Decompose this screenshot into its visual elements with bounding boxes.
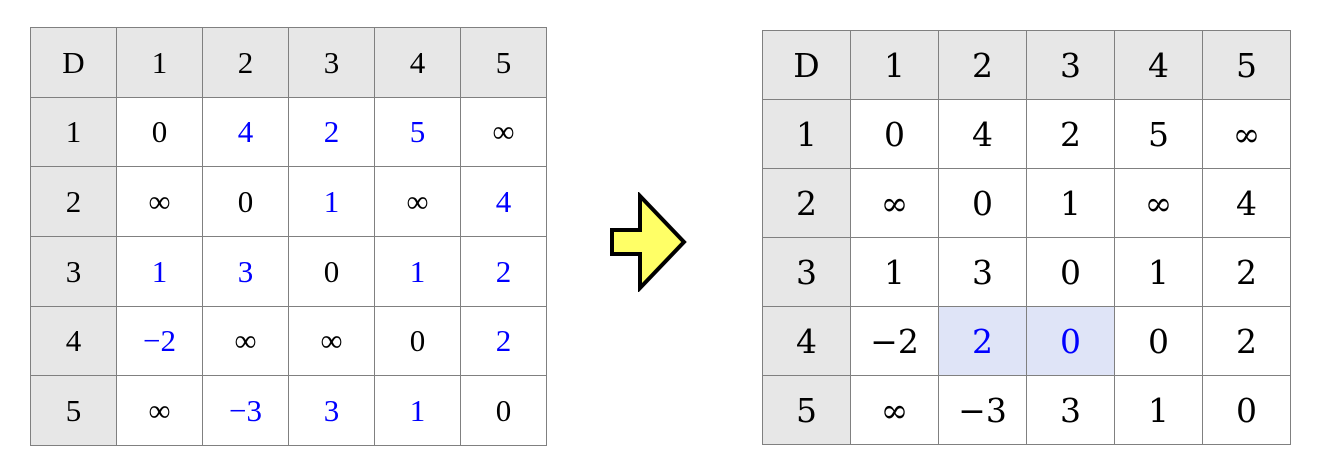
- matrix-after-row-header-2: 2: [762, 168, 851, 238]
- matrix-after-cell-1-5: ∞: [1202, 99, 1291, 169]
- matrix-after-cell-2-5: 4: [1202, 168, 1291, 238]
- matrix-before-corner-label: D: [30, 27, 117, 98]
- matrix-after-cell-5-1: ∞: [850, 375, 939, 445]
- matrix-before-cell-3-3: 0: [288, 235, 375, 307]
- matrix-before-cell-3-1: 1: [116, 235, 203, 307]
- matrix-before-cell-1-1: 0: [116, 96, 203, 168]
- matrix-before-row-header-5: 5: [30, 375, 117, 446]
- matrix-before-row-header-1: 1: [30, 96, 117, 168]
- matrix-after-column-header-2: 2: [938, 30, 1027, 100]
- matrix-before-row-header-2: 2: [30, 166, 117, 237]
- matrix-after-cell-1-2: 4: [938, 99, 1027, 169]
- matrix-before-cell-5-5: 0: [460, 375, 547, 446]
- matrix-after-cell-5-4: 1: [1114, 375, 1203, 445]
- matrix-after-cell-5-5: 0: [1202, 375, 1291, 445]
- matrix-after-cell-2-3: 1: [1026, 168, 1115, 238]
- matrix-before-cell-1-5: ∞: [460, 96, 547, 168]
- matrix-before-cell-4-1: −2: [116, 305, 203, 377]
- matrix-after-cell-1-3: 2: [1026, 99, 1115, 169]
- matrix-after-cell-4-2: 2: [938, 306, 1027, 376]
- matrix-after-row-header-4: 4: [762, 306, 851, 376]
- matrix-before-row-header-4: 4: [30, 305, 117, 377]
- matrix-after-column-header-3: 3: [1026, 30, 1115, 100]
- matrix-before-cell-5-4: 1: [374, 375, 461, 446]
- matrix-after-cell-3-5: 2: [1202, 237, 1291, 307]
- matrix-after-corner-label: D: [762, 30, 851, 100]
- matrix-after-column-header-4: 4: [1114, 30, 1203, 100]
- matrix-before-cell-2-1: ∞: [116, 166, 203, 237]
- matrix-before-cell-4-4: 0: [374, 305, 461, 377]
- matrix-before-cell-4-2: ∞: [202, 305, 289, 377]
- matrix-after-cell-3-3: 0: [1026, 237, 1115, 307]
- matrix-before-column-header-4: 4: [374, 27, 461, 98]
- matrix-after-column-header-1: 1: [850, 30, 939, 100]
- matrix-before-cell-1-4: 5: [374, 96, 461, 168]
- arrow-shape: [610, 192, 687, 292]
- matrix-after-cell-4-4: 0: [1114, 306, 1203, 376]
- matrix-after-cell-2-1: ∞: [850, 168, 939, 238]
- matrix-after-cell-3-4: 1: [1114, 237, 1203, 307]
- matrix-before-cell-2-3: 1: [288, 166, 375, 237]
- matrix-before-cell-5-1: ∞: [116, 375, 203, 446]
- matrix-after-cell-4-3: 0: [1026, 306, 1115, 376]
- matrix-after-cell-2-2: 0: [938, 168, 1027, 238]
- matrix-before-cell-1-3: 2: [288, 96, 375, 168]
- matrix-before-column-header-1: 1: [116, 27, 203, 98]
- matrix-after-cell-4-5: 2: [1202, 306, 1291, 376]
- right-block-arrow-icon: [610, 192, 687, 292]
- matrix-after-cell-5-2: −3: [938, 375, 1027, 445]
- matrix-before-cell-2-2: 0: [202, 166, 289, 237]
- matrix-after-cell-5-3: 3: [1026, 375, 1115, 445]
- matrix-after-cell-1-4: 5: [1114, 99, 1203, 169]
- matrix-before-cell-3-2: 3: [202, 235, 289, 307]
- matrix-before-cell-3-5: 2: [460, 235, 547, 307]
- matrix-before-cell-2-5: 4: [460, 166, 547, 237]
- matrix-before-cell-4-3: ∞: [288, 305, 375, 377]
- matrix-after-cell-3-2: 3: [938, 237, 1027, 307]
- matrix-before-cell-1-2: 4: [202, 96, 289, 168]
- matrix-after-cell-1-1: 0: [850, 99, 939, 169]
- matrix-after-cell-3-1: 1: [850, 237, 939, 307]
- matrix-before-cell-4-5: 2: [460, 305, 547, 377]
- matrix-after-row-header-1: 1: [762, 99, 851, 169]
- matrix-before-cell-2-4: ∞: [374, 166, 461, 237]
- matrix-before-column-header-2: 2: [202, 27, 289, 98]
- matrix-before-column-header-3: 3: [288, 27, 375, 98]
- matrix-before-row-header-3: 3: [30, 235, 117, 307]
- matrix-before-cell-5-2: −3: [202, 375, 289, 446]
- matrix-after-cell-4-1: −2: [850, 306, 939, 376]
- matrix-after-row-header-5: 5: [762, 375, 851, 445]
- matrix-after-cell-2-4: ∞: [1114, 168, 1203, 238]
- matrix-before-column-header-5: 5: [460, 27, 547, 98]
- matrix-before-cell-5-3: 3: [288, 375, 375, 446]
- matrix-after-column-header-5: 5: [1202, 30, 1291, 100]
- matrix-before-cell-3-4: 1: [374, 235, 461, 307]
- matrix-after-row-header-3: 3: [762, 237, 851, 307]
